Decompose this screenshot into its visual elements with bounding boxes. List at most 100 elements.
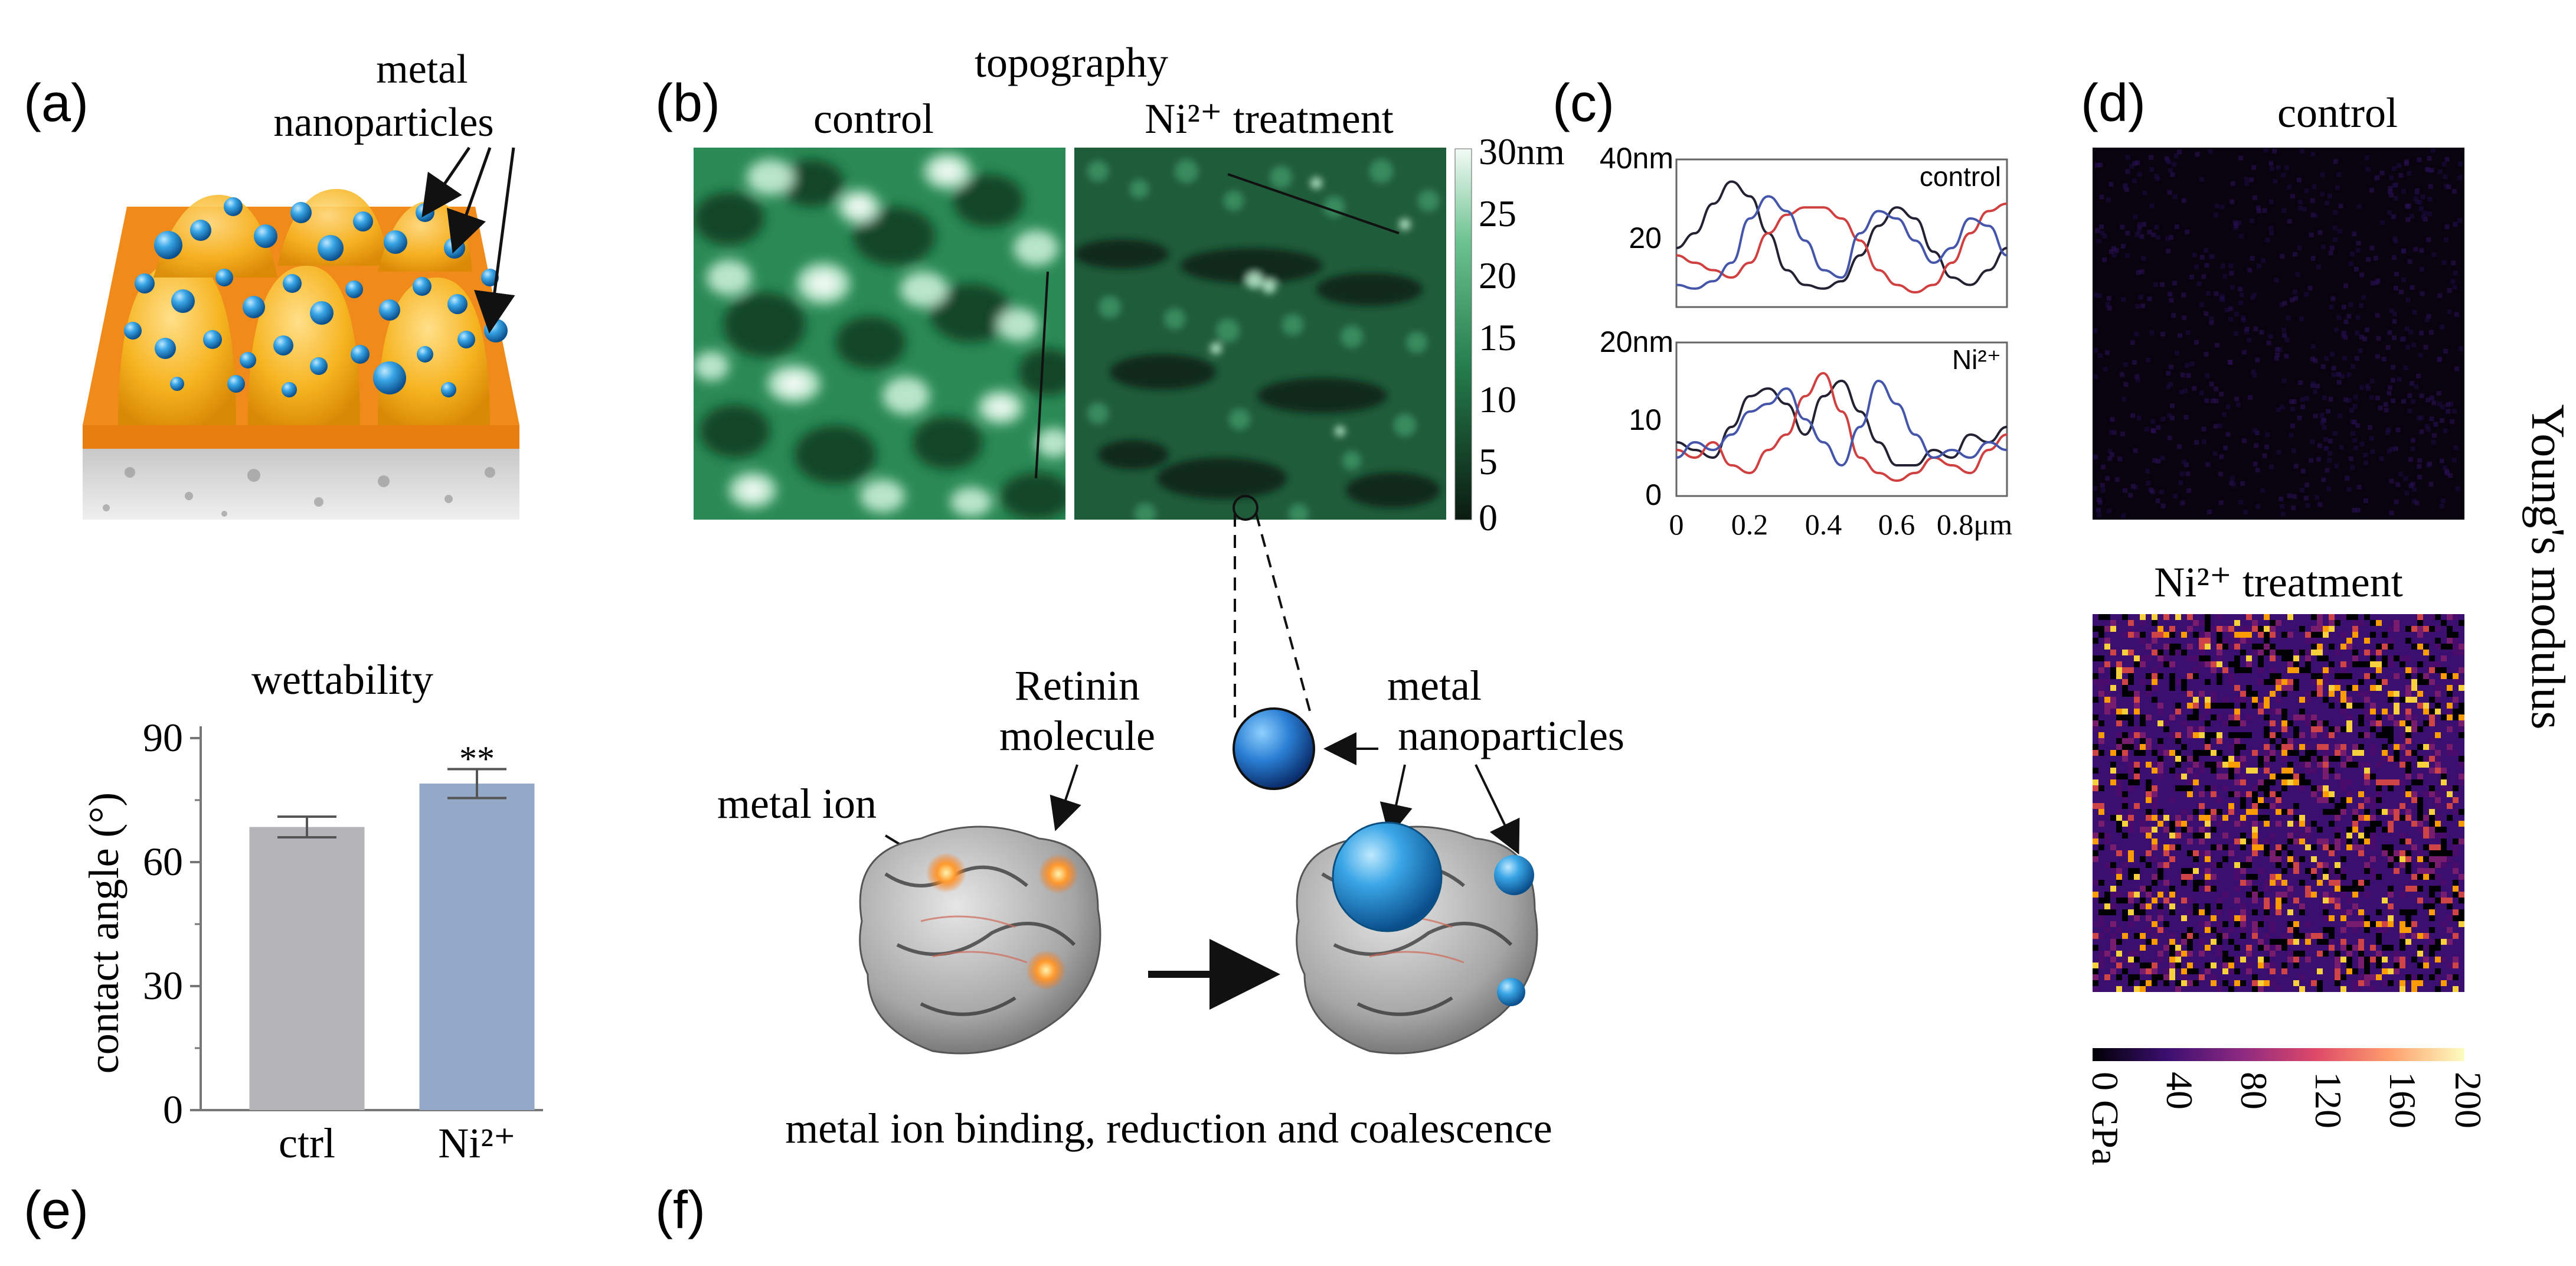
modulus-speckle — [2435, 815, 2441, 821]
modulus-speckle — [2323, 626, 2329, 632]
modulus-speckle — [2441, 921, 2447, 927]
modulus-speckle — [2411, 626, 2417, 632]
modulus-speckle — [2452, 409, 2457, 414]
modulus-speckle — [2270, 650, 2276, 655]
modulus-speckle — [2422, 211, 2427, 216]
modulus-speckle — [2441, 785, 2447, 791]
modulus-speckle — [2423, 833, 2429, 838]
modulus-speckle — [2423, 650, 2429, 655]
modulus-speckle — [2128, 868, 2134, 874]
modulus-speckle — [2185, 471, 2191, 477]
modulus-speckle — [2140, 744, 2146, 750]
modulus-speckle — [2281, 750, 2287, 756]
modulus-speckle — [2163, 974, 2169, 980]
modulus-speckle — [2299, 732, 2305, 738]
modulus-speckle — [2364, 709, 2370, 714]
modulus-speckle — [2458, 346, 2463, 351]
modulus-speckle — [2323, 785, 2329, 791]
modulus-speckle — [2157, 626, 2163, 632]
modulus-speckle — [2340, 661, 2346, 667]
modulus-speckle — [2199, 302, 2204, 307]
modulus-speckle — [2122, 679, 2128, 685]
modulus-speckle — [2179, 390, 2184, 395]
modulus-speckle — [2453, 868, 2459, 874]
profile-series-0 — [1676, 180, 2008, 290]
modulus-speckle — [2193, 980, 2199, 986]
modulus-speckle — [2352, 815, 2358, 821]
modulus-speckle — [2305, 667, 2311, 673]
modulus-speckle — [2134, 655, 2140, 661]
modulus-speckle — [2310, 357, 2315, 361]
modulus-speckle — [2240, 903, 2246, 909]
modulus-speckle — [2166, 159, 2172, 165]
modulus-speckle — [2187, 655, 2193, 661]
modulus-speckle — [2329, 809, 2335, 815]
modulus-speckle — [2384, 407, 2389, 413]
modulus-speckle — [2175, 644, 2181, 650]
modulus-speckle — [2394, 750, 2400, 756]
modulus-speckle — [2122, 933, 2128, 939]
modulus-speckle — [2309, 458, 2314, 463]
modulus-speckle — [2276, 620, 2281, 626]
modulus-speckle — [2134, 661, 2140, 667]
modulus-speckle — [2238, 286, 2243, 292]
modulus-speckle — [2128, 921, 2134, 927]
modulus-speckle — [2448, 402, 2454, 406]
modulus-speckle — [2264, 732, 2270, 738]
modulus-speckle — [2246, 962, 2252, 968]
modulus-speckle — [2287, 750, 2293, 756]
modulus-speckle — [2364, 968, 2370, 974]
modulus-speckle — [2163, 898, 2169, 903]
modulus-speckle — [2169, 661, 2175, 667]
modulus-speckle — [2400, 720, 2405, 726]
modulus-speckle — [2128, 874, 2134, 880]
modulus-speckle — [2205, 703, 2211, 709]
modulus-speckle — [2253, 461, 2258, 466]
modulus-speckle — [2364, 697, 2370, 703]
modulus-speckle — [2417, 157, 2422, 162]
bar-category-label-1: Ni²⁺ — [438, 1120, 516, 1167]
modulus-speckle — [2336, 172, 2342, 177]
modulus-speckle — [2423, 815, 2429, 821]
modulus-speckle — [2187, 909, 2193, 915]
modulus-speckle — [2157, 951, 2163, 957]
modulus-speckle — [2268, 199, 2274, 204]
modulus-speckle — [2098, 962, 2104, 968]
modulus-speckle — [2093, 986, 2098, 992]
modulus-speckle — [2447, 726, 2453, 732]
modulus-speckle — [2209, 381, 2214, 387]
modulus-speckle — [2335, 838, 2340, 844]
modulus-speckle — [2358, 791, 2364, 797]
modulus-speckle — [2394, 620, 2400, 626]
modulus-speckle — [2423, 644, 2429, 650]
modulus-speckle — [2317, 785, 2323, 791]
modulus-speckle — [2335, 809, 2340, 815]
modulus-speckle — [2417, 762, 2423, 768]
modulus-speckle — [2311, 756, 2317, 762]
modulus-speckle — [2370, 986, 2376, 992]
modulus-speckle — [2329, 880, 2335, 886]
modulus-speckle — [2228, 909, 2234, 915]
modulus-speckle — [2252, 974, 2258, 980]
modulus-speckle — [2250, 256, 2255, 261]
modulus-speckle — [2123, 183, 2129, 188]
modulus-speckle — [2217, 986, 2222, 992]
modulus-speckle — [2382, 779, 2388, 785]
modulus-speckle — [2459, 726, 2464, 732]
modulus-speckle — [2453, 697, 2459, 703]
modulus-speckle — [2152, 632, 2157, 638]
modulus-speckle — [2219, 204, 2225, 210]
modulus-speckle — [2157, 957, 2163, 962]
modulus-speckle — [2217, 909, 2222, 915]
modulus-speckle — [2403, 476, 2408, 481]
modulus-speckle — [2299, 933, 2305, 939]
modulus-speckle — [2255, 468, 2260, 473]
modulus-speckle — [2411, 714, 2417, 720]
modulus-speckle — [2276, 844, 2281, 850]
modulus-speckle — [2252, 697, 2258, 703]
modulus-speckle — [2417, 679, 2423, 685]
modulus-speckle — [2417, 856, 2423, 862]
modulus-speckle — [2408, 457, 2413, 462]
modulus-speckle — [2340, 709, 2346, 714]
